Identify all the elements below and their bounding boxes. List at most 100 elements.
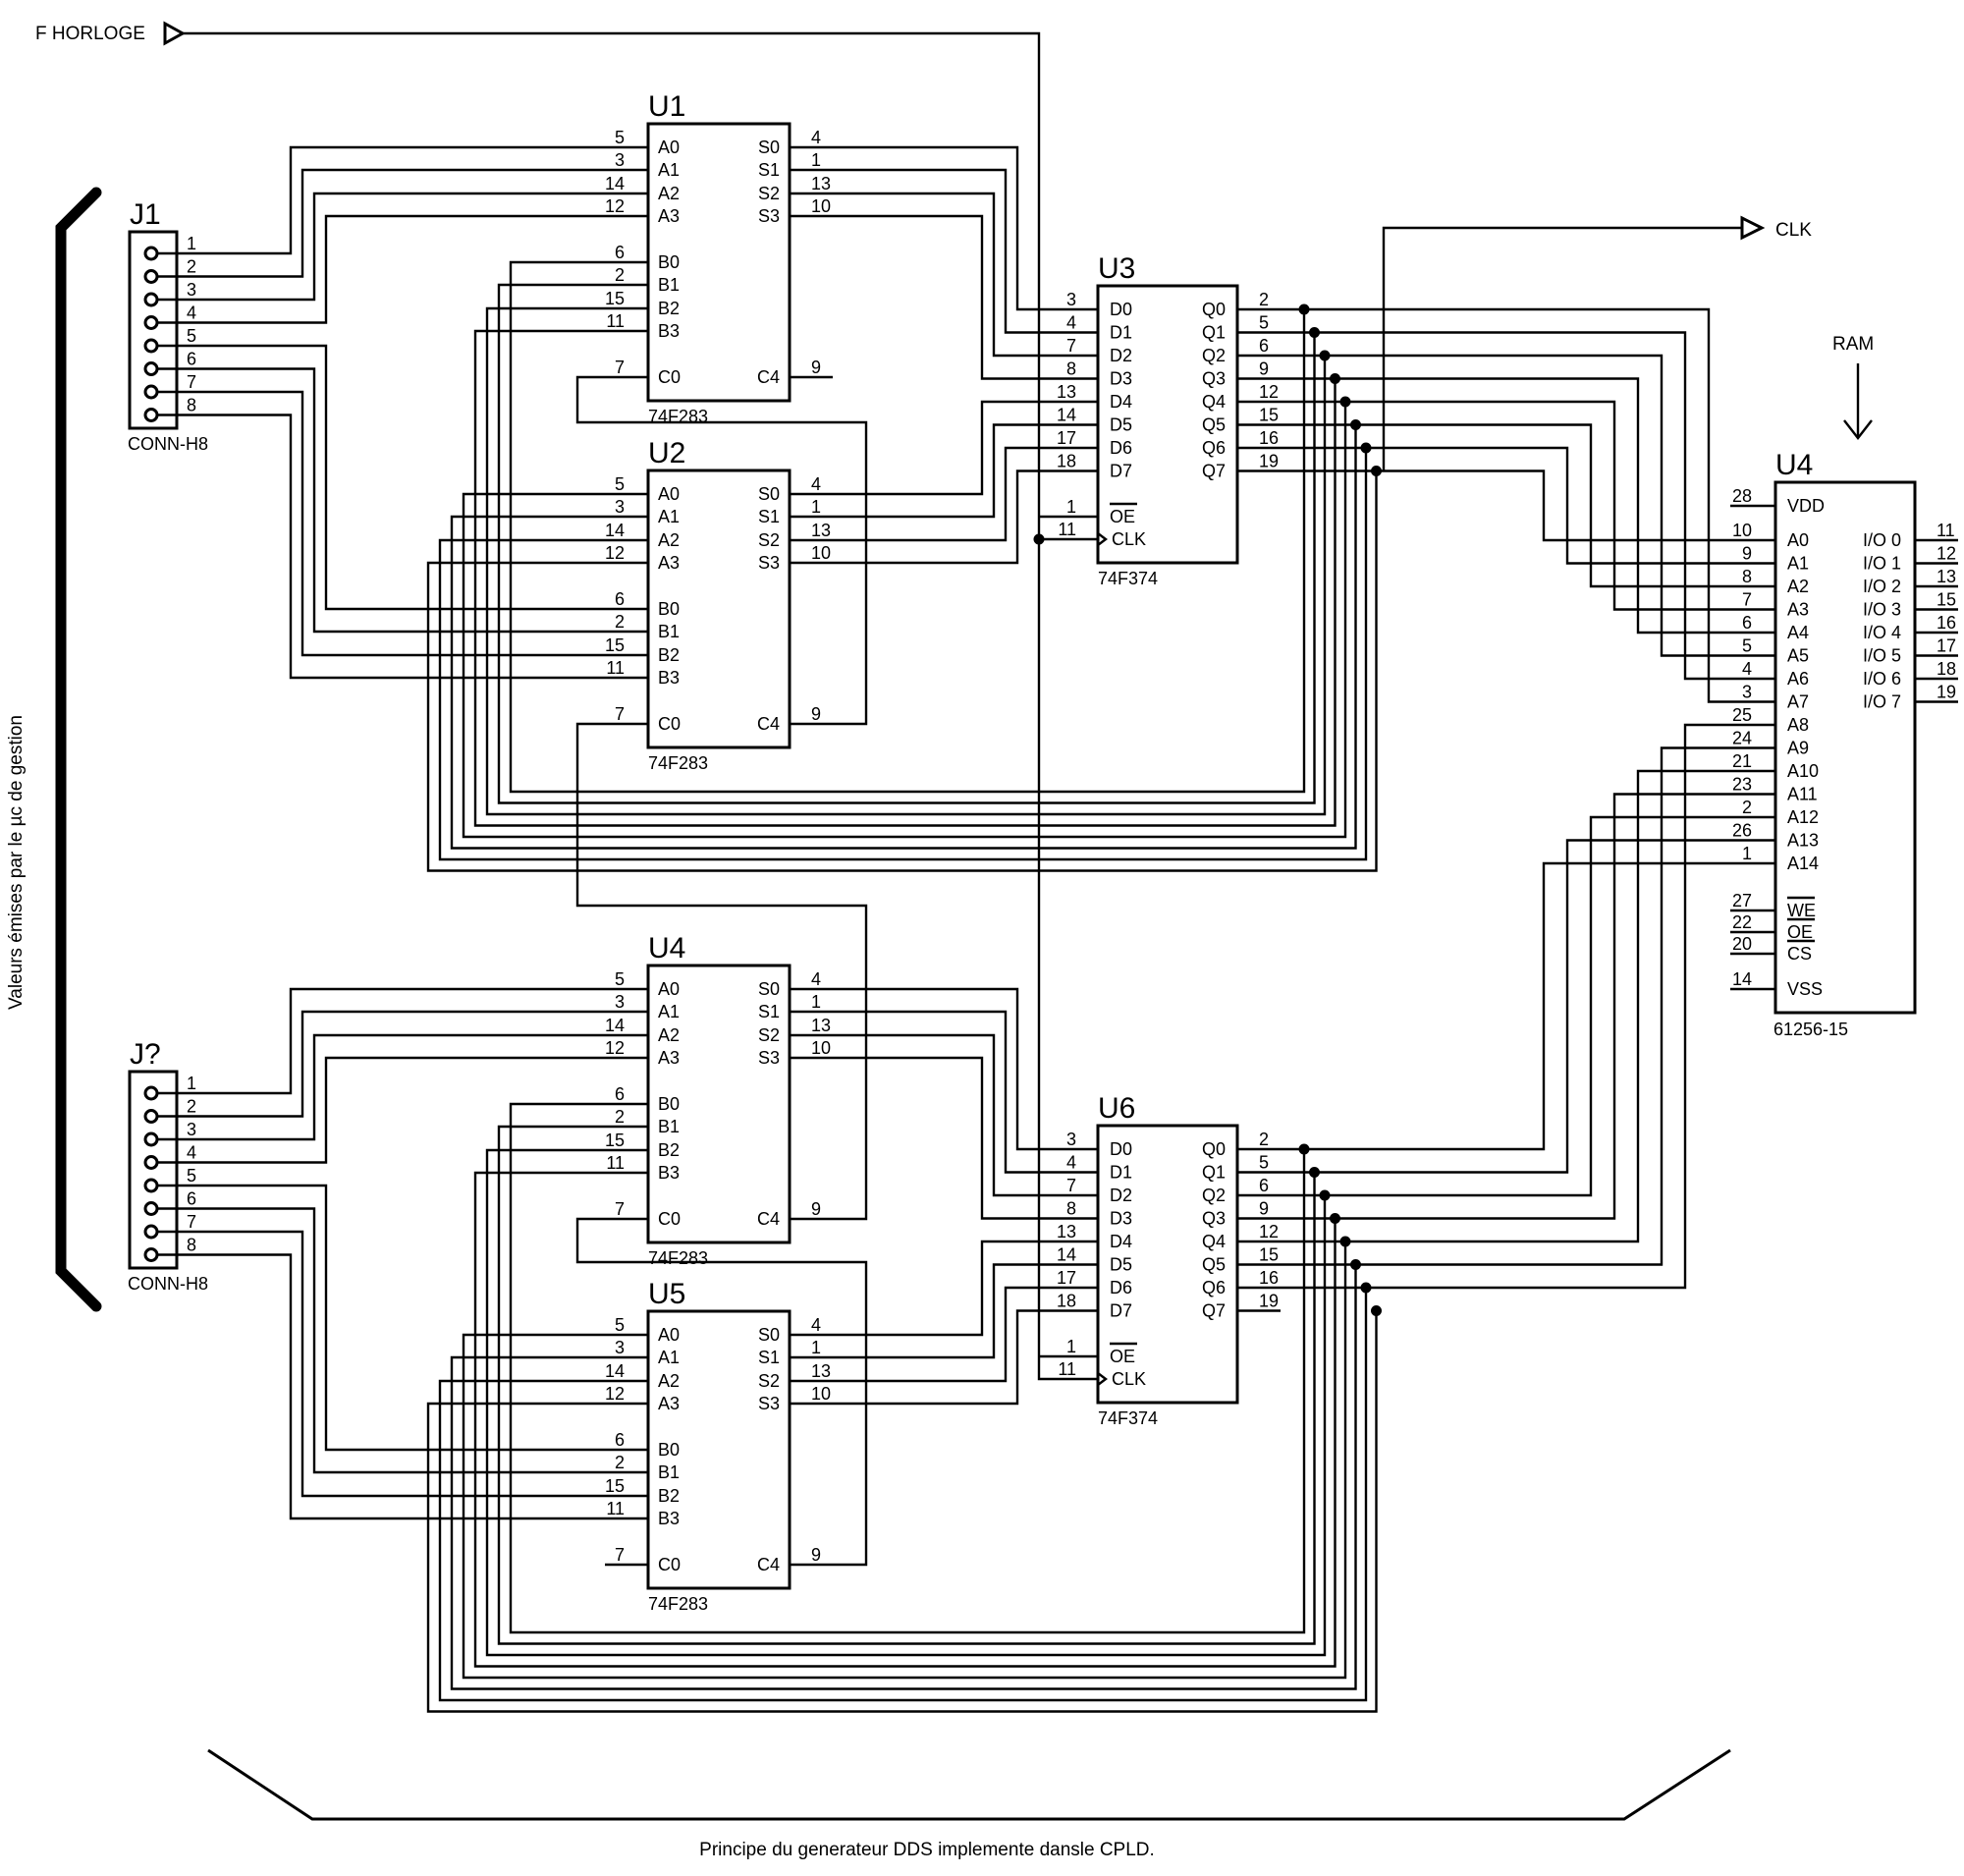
pin-number: 5 [1742, 636, 1752, 656]
pin-number: 23 [1732, 775, 1752, 795]
pin-label: CLK [1112, 529, 1146, 549]
data-wire [214, 367, 605, 634]
pin-label: B1 [658, 1117, 680, 1136]
pin-label: S0 [758, 1325, 780, 1345]
pin-number: 12 [1259, 382, 1279, 402]
pin-number: 6 [1742, 613, 1752, 633]
connector-pin-icon [143, 338, 159, 354]
pin-label: C0 [658, 714, 681, 734]
pin-number: 13 [1057, 1222, 1076, 1241]
ref-designator: U5 [648, 1278, 685, 1310]
pin-number: 9 [811, 1199, 821, 1219]
part-number: 74F283 [648, 753, 708, 773]
feedback-wire [509, 1102, 1306, 1634]
pin-label: A0 [658, 484, 680, 504]
pin-number: 1 [1066, 497, 1076, 517]
pin-number: 7 [187, 372, 196, 392]
clk-out-wire [1382, 226, 1742, 471]
pin-number: 16 [1259, 428, 1279, 448]
pin-number: 12 [605, 543, 625, 563]
pin-number: 9 [811, 1545, 821, 1565]
pin-number: 11 [606, 658, 625, 678]
pin-label: A3 [658, 206, 680, 226]
pin-label: B2 [658, 1140, 680, 1160]
pin-number: 15 [1259, 1245, 1279, 1265]
pin-number: 8 [187, 1236, 196, 1255]
data-wire [214, 344, 605, 611]
pin-label: Q5 [1202, 1255, 1226, 1275]
pin-label: D2 [1110, 1186, 1132, 1205]
pin-number: 5 [1259, 1153, 1269, 1173]
address-wire [1281, 815, 1730, 1197]
pin-number: 3 [1066, 290, 1076, 309]
pin-number: 18 [1057, 1292, 1076, 1311]
pin-number: 10 [811, 543, 831, 563]
pin-number: 14 [605, 174, 625, 193]
pin-number: 10 [811, 1038, 831, 1058]
pin-label: B0 [658, 1440, 680, 1460]
ref-designator: U4 [648, 932, 685, 965]
junction-dot [1033, 533, 1045, 545]
pin-label: S2 [758, 530, 780, 550]
pin-label: S2 [758, 1371, 780, 1391]
part-number: CONN-H8 [128, 1274, 208, 1294]
pin-number: 19 [1259, 452, 1279, 471]
pin-label: S1 [758, 507, 780, 526]
address-wire [1281, 793, 1730, 1220]
pin-label: A0 [658, 1325, 680, 1345]
sum-wire [833, 1263, 1057, 1359]
pin-number: 9 [811, 358, 821, 377]
sum-wire [833, 400, 1057, 496]
pin-label: Q2 [1202, 346, 1226, 365]
pin-label: C4 [757, 367, 780, 387]
pin-label: A2 [658, 184, 680, 203]
feedback-wire [438, 448, 1368, 861]
pin-number: 7 [1066, 336, 1076, 356]
pin-number: 14 [605, 1361, 625, 1381]
pin-number: 11 [1058, 1359, 1076, 1379]
pin-number: 1 [1066, 1337, 1076, 1356]
adder-body [646, 964, 791, 1244]
feedback-wire [462, 402, 1347, 839]
pin-number: 17 [1057, 1268, 1076, 1288]
clock-triangle [1097, 1372, 1108, 1386]
data-wire [214, 1253, 605, 1520]
pin-label: S2 [758, 184, 780, 203]
connector-pin-icon [143, 1109, 159, 1124]
sum-wire [833, 987, 1057, 1151]
connector-pin-icon [143, 292, 159, 307]
pin-number: 13 [1937, 567, 1956, 586]
pin-number: 11 [606, 311, 625, 331]
pin-label: B1 [658, 1462, 680, 1482]
pin-label: D6 [1110, 438, 1132, 458]
pin-label: A10 [1787, 761, 1819, 781]
connector-pin-icon [143, 1131, 159, 1147]
pin-number: 8 [187, 396, 196, 415]
pin-label: A13 [1787, 831, 1819, 851]
pin-number: 15 [605, 635, 625, 655]
data-wire [214, 1207, 605, 1474]
pin-label: A11 [1787, 785, 1818, 804]
pin-label: D3 [1110, 1209, 1132, 1229]
connector-pin-icon [143, 315, 159, 330]
feedback-wire [485, 1148, 1327, 1657]
pin-label: OE [1110, 507, 1135, 526]
pin-number: 1 [811, 497, 821, 517]
address-wire [1281, 307, 1730, 703]
pin-number: 10 [811, 196, 831, 216]
pin-number: 2 [1259, 1130, 1269, 1149]
pin-label: B1 [658, 622, 680, 641]
pin-number: 1 [811, 1338, 821, 1357]
pin-number: 14 [605, 1016, 625, 1035]
net-label-ram: RAM [1832, 334, 1874, 355]
pin-number: 12 [1259, 1222, 1279, 1241]
address-wire [1281, 377, 1730, 635]
pin-number: 2 [1742, 798, 1752, 817]
pin-label: A5 [1787, 646, 1809, 666]
pin-number: 12 [1937, 544, 1956, 564]
sum-wire [833, 446, 1057, 542]
address-wire [1281, 469, 1730, 542]
data-wire [214, 390, 605, 657]
